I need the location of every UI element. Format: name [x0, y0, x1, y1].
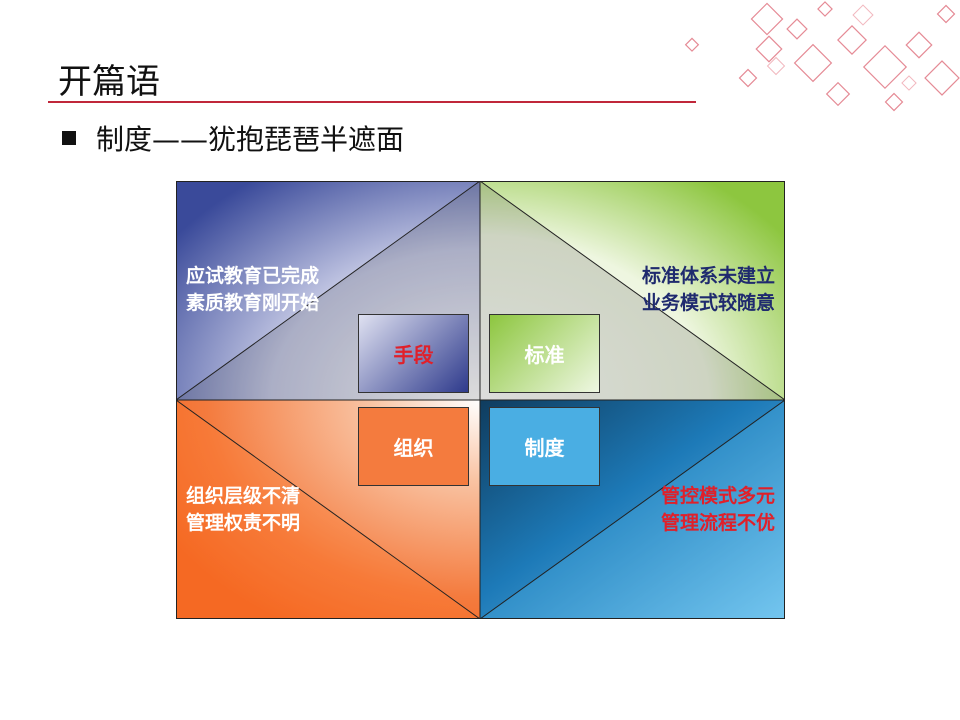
top-left-line-2: 素质教育刚开始: [186, 292, 320, 314]
quadrant-diagram: 应试教育已完成 素质教育刚开始 标准体系未建立 业务模式较随意 组织层级不清 管…: [176, 181, 785, 619]
bottom-left-text: 组织层级不清 管理权责不明: [186, 483, 300, 537]
top-right-text: 标准体系未建立 业务模式较随意: [642, 263, 775, 317]
bottom-left-line-1: 组织层级不清: [186, 485, 301, 507]
bullet-item: 制度——犹抱琵琶半遮面: [62, 120, 404, 156]
bottom-right-line-1: 管控模式多元: [660, 485, 775, 507]
bottom-right-line-2: 管理流程不优: [660, 512, 775, 534]
bottom-left-line-2: 管理权责不明: [186, 512, 301, 534]
organization-box: 组织: [358, 407, 469, 486]
standard-box: 标准: [489, 314, 600, 393]
system-box: 制度: [489, 407, 600, 486]
bullet-text: 制度——犹抱琵琶半遮面: [96, 123, 405, 156]
top-left-text: 应试教育已完成 素质教育刚开始: [186, 263, 319, 317]
means-box: 手段: [358, 314, 469, 393]
square-bullet-icon: [62, 131, 76, 145]
top-right-line-1: 标准体系未建立: [641, 265, 775, 287]
top-right-line-2: 业务模式较随意: [641, 292, 775, 314]
top-left-line-1: 应试教育已完成: [186, 265, 320, 287]
title-underline: [48, 101, 696, 103]
page-title: 开篇语: [58, 62, 160, 102]
quadrant-diagram-graphic: [176, 181, 785, 619]
bottom-right-text: 管控模式多元 管理流程不优: [661, 483, 775, 537]
